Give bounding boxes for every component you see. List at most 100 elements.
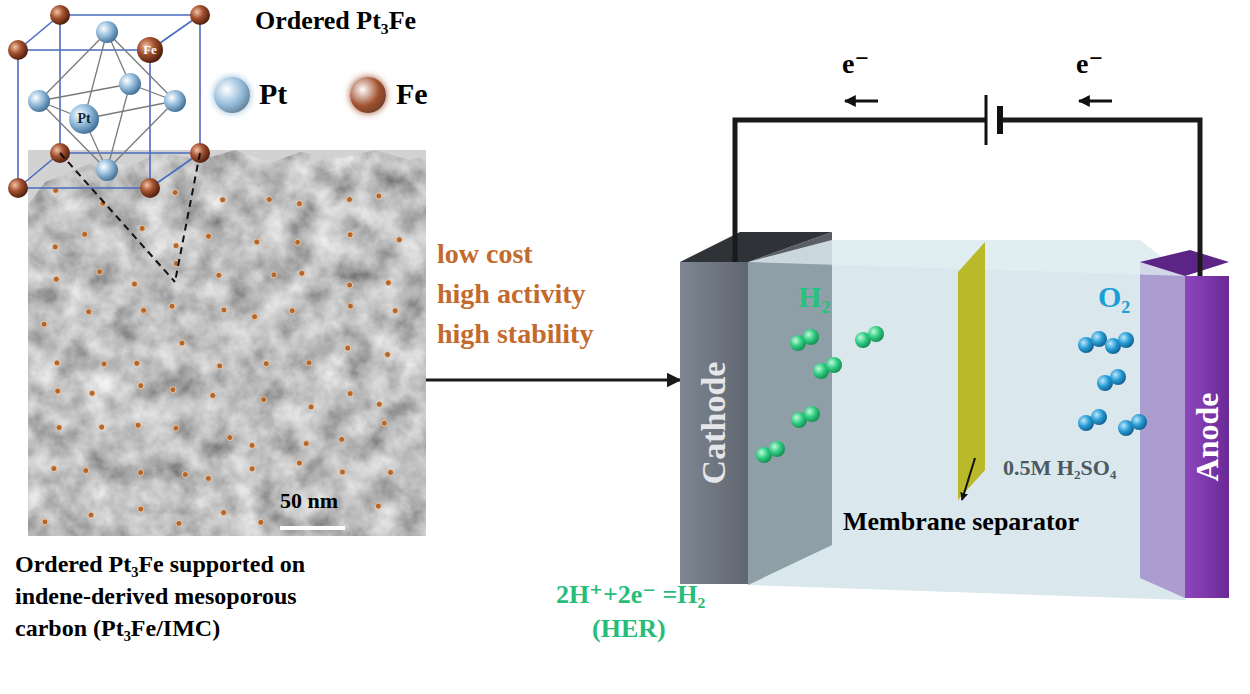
membrane-plate	[958, 242, 985, 500]
nanoparticle-dot	[82, 231, 88, 237]
h2-molecules-part	[826, 357, 842, 373]
h2-molecules-part	[803, 329, 819, 345]
nanoparticle-dot	[169, 303, 175, 309]
nanoparticle-dot	[347, 303, 353, 309]
fe-atoms-part	[8, 40, 28, 60]
crystal-cell	[8, 5, 210, 198]
nanoparticle-dot	[206, 233, 212, 239]
nanoparticle-dot	[51, 466, 57, 472]
nanoparticle-dot	[179, 340, 185, 346]
nanoparticle-dot	[138, 383, 144, 389]
octahedron-lines	[39, 32, 175, 170]
node-label: 50 nm	[280, 488, 338, 513]
gas-label: O₂	[1098, 280, 1130, 315]
legend-swatch	[214, 77, 250, 113]
o2-molecules-part	[1118, 332, 1134, 348]
nanoparticle-dot	[52, 244, 58, 250]
figure-heading: Ordered Pt₃Fe	[255, 6, 416, 36]
nanoparticle-dot	[299, 270, 305, 276]
octahedron-lines-part	[107, 32, 175, 101]
fe-atoms-part	[190, 5, 210, 25]
nanoparticle-dot	[54, 360, 60, 366]
legend-label: Fe	[396, 77, 428, 112]
nanoparticle-dot	[340, 469, 346, 475]
flow-arrow	[426, 379, 680, 382]
gas-label: H₂	[798, 280, 830, 315]
electron-arrows-part	[1079, 100, 1112, 103]
nanoparticle-dot	[172, 190, 178, 196]
fe-atoms-part	[140, 178, 160, 198]
zoom-lines-part	[175, 153, 200, 282]
nanoparticle-dot	[271, 272, 277, 278]
electron-label: e⁻	[1076, 48, 1103, 80]
nanoparticle-dot	[56, 425, 62, 431]
o2-molecules-part	[1091, 409, 1107, 425]
cell-edges-part	[18, 50, 150, 188]
nanoparticle-dot	[170, 387, 176, 393]
nanoparticle-dot	[53, 276, 59, 282]
nanoparticle-dot	[385, 280, 391, 286]
nanoparticle-dot	[339, 436, 345, 442]
node-label: Anode	[1191, 393, 1223, 482]
nanoparticle-dot	[97, 269, 103, 275]
nanoparticle-dot	[306, 360, 312, 366]
nanoparticle-dot	[210, 393, 216, 399]
nanoparticle-dot	[266, 197, 272, 203]
nanoparticle-dot	[101, 361, 107, 367]
nanoparticle-dot	[216, 272, 222, 278]
equation-text: (HER)	[592, 614, 666, 644]
nanoparticle-dot	[296, 460, 302, 466]
nanoparticle-dot	[261, 397, 267, 403]
nanoparticle-dot	[221, 510, 227, 516]
anode-plate: Anode	[1185, 276, 1229, 598]
battery-symbol	[986, 95, 1000, 145]
nanoparticle-dot	[347, 197, 353, 203]
electron-arrows	[845, 100, 1112, 103]
nanoparticle-dot	[385, 352, 391, 358]
caption-text: Ordered Pt₃Fe supported on indene-derive…	[15, 548, 345, 644]
part-label: Membrane separator	[843, 507, 1079, 537]
octahedron-lines-part	[107, 101, 175, 170]
legend-label: Pt	[259, 77, 287, 112]
zoom-lines-part	[60, 153, 175, 282]
nanoparticle-dot	[227, 435, 233, 441]
battery-symbol-part	[987, 112, 998, 128]
o2-molecules	[1078, 331, 1147, 436]
nanoparticle-dot	[381, 420, 387, 426]
nanoparticle-dot	[258, 519, 264, 525]
pt-atoms-part	[69, 104, 99, 134]
nanoparticle-dot	[139, 225, 145, 231]
nanoparticle-dot	[221, 307, 227, 313]
h2-molecules-part	[804, 406, 820, 422]
circuit-wire	[735, 120, 1200, 276]
nanoparticle-dot	[182, 472, 188, 478]
nanoparticle-dot	[303, 441, 309, 447]
nanoparticle-dot	[376, 401, 382, 407]
nanoparticle-dot	[295, 239, 301, 245]
scale-bar	[280, 526, 345, 530]
o2-molecules-part	[1131, 414, 1147, 430]
nanoparticle-dot	[138, 506, 144, 512]
octahedron-lines-part	[107, 84, 130, 170]
nanoparticle-dot	[392, 308, 398, 314]
leader-arrow	[962, 458, 975, 500]
nanoparticle-dot	[99, 424, 105, 430]
h2-molecules	[756, 326, 884, 463]
tem-image-part	[28, 150, 426, 536]
nanoparticle-dot	[308, 404, 314, 410]
nanoparticle-dots	[41, 187, 402, 526]
nanoparticle-dot	[173, 425, 179, 431]
cell-edges	[18, 15, 200, 188]
electron-arrows-part	[845, 100, 878, 103]
battery-symbol-part	[985, 95, 988, 145]
nanoparticle-dot	[347, 391, 353, 397]
fe-atoms-part	[50, 5, 70, 25]
nanoparticle-dot	[252, 314, 258, 320]
cathode-top	[680, 232, 832, 262]
nanoparticle-dot	[263, 361, 269, 367]
nanoparticle-dot	[173, 243, 179, 249]
nanoparticle-dot	[345, 345, 351, 351]
electrolyte-label: 0.5M H₂SO₄	[1003, 455, 1116, 480]
nanoparticle-dot	[83, 468, 89, 474]
pt-atoms-part	[28, 90, 50, 112]
